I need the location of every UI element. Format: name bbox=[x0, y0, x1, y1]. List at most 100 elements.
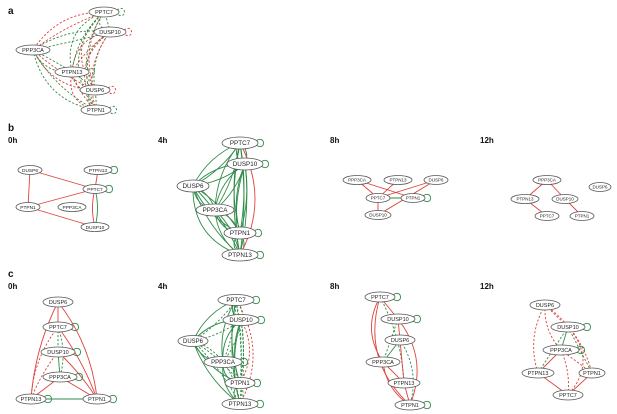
svg-text:PPP3CA: PPP3CA bbox=[203, 207, 229, 214]
panel-a-edge-0 bbox=[99, 11, 111, 33]
panel-c-0h-node-dusp10: DUSP10 bbox=[40, 346, 76, 358]
panel-c-4h-self-loop-PPP3CA bbox=[239, 358, 248, 366]
panel-c-0h-edge-84 bbox=[57, 326, 98, 400]
panel-b-4h-node-pptc7: PPTC7 bbox=[221, 136, 259, 150]
panel-c-4h-edge-124 bbox=[239, 319, 250, 384]
svg-text:DUSP6: DUSP6 bbox=[536, 303, 554, 309]
panel-b-12h-node-pptc7: PPTC7 bbox=[534, 211, 560, 221]
panel-c-4h-node-ppp3ca: PPP3CA bbox=[203, 356, 243, 368]
panel-b-4h-self-loop-PTPN1 bbox=[253, 229, 262, 237]
panel-a-self-loop-PTPN1 bbox=[108, 106, 117, 114]
panel-b-12h-node-ptpn1: PTPN1 bbox=[569, 211, 595, 221]
panel-c-12h-self-loop-DUSP10 bbox=[582, 323, 591, 331]
panel-a-edge-18 bbox=[71, 71, 96, 91]
svg-text:DUSP6: DUSP6 bbox=[86, 88, 104, 94]
panel-b-0h-node-ppp3ca: PPP3CA bbox=[57, 202, 87, 212]
panel-c-4h-network bbox=[192, 296, 265, 408]
svg-text:PPTC7: PPTC7 bbox=[87, 187, 103, 193]
svg-text:DUSP10: DUSP10 bbox=[47, 350, 68, 356]
panel-b-4h-node-ppp3ca: PPP3CA bbox=[195, 203, 235, 217]
panel-c-4h-edge-102 bbox=[235, 299, 242, 405]
panel-c-8h-node-dusp6: DUSP6 bbox=[384, 334, 416, 346]
panel-a-edge-9 bbox=[84, 31, 111, 111]
svg-text:DUSP6: DUSP6 bbox=[428, 178, 444, 183]
panel-c-0h-self-loop-PTPN1 bbox=[108, 395, 117, 403]
svg-text:PTPN13: PTPN13 bbox=[62, 70, 83, 76]
panel-a-node-ptpn13: PTPN13 bbox=[54, 66, 90, 78]
svg-text:PTPN1: PTPN1 bbox=[88, 397, 106, 403]
panel-b-4h-edge-53 bbox=[235, 163, 246, 256]
panel-b-0h-edge-35 bbox=[94, 188, 98, 228]
svg-text:PPTC7: PPTC7 bbox=[49, 325, 67, 331]
panel-a-node-ptpn1: PTPN1 bbox=[80, 104, 112, 116]
svg-text:PTPN13: PTPN13 bbox=[89, 168, 107, 174]
svg-text:PTPN13: PTPN13 bbox=[229, 402, 252, 408]
svg-text:PPP3CA: PPP3CA bbox=[63, 205, 83, 211]
panel-a-network bbox=[32, 8, 132, 114]
panel-c-8h-edge-133 bbox=[399, 339, 405, 384]
panel-a-edge-21 bbox=[93, 31, 111, 91]
svg-text:PPP3CA: PPP3CA bbox=[550, 348, 572, 354]
panel-b-0h-edge-30 bbox=[27, 169, 31, 208]
time-label-b-12h: 12h bbox=[480, 136, 494, 145]
panel-b-8h-node-ptpn1: PTPN1 bbox=[400, 193, 426, 203]
time-label-c-8h: 8h bbox=[330, 282, 339, 291]
svg-text:PPP3CA: PPP3CA bbox=[22, 48, 44, 54]
panel-c-8h-node-pptc7: PPTC7 bbox=[364, 291, 396, 303]
panel-c-0h-self-loop-PPTC7 bbox=[70, 323, 79, 331]
panel-b-0h-node-ptpn1: PTPN1 bbox=[15, 202, 41, 212]
panel-b-8h-node-ppp3ca: PPP3CA bbox=[342, 175, 372, 185]
svg-text:PPP3CA: PPP3CA bbox=[372, 360, 394, 366]
panel-c-4h-self-loop-PPTC7 bbox=[251, 296, 260, 304]
panel-b-0h-node-dusp6: DUSP6 bbox=[17, 165, 43, 175]
panel-c-0h-edge-81 bbox=[57, 301, 98, 400]
svg-text:DUSP6: DUSP6 bbox=[49, 300, 67, 306]
svg-text:PTPN1: PTPN1 bbox=[406, 196, 421, 201]
panel-c-8h-edge-127 bbox=[374, 296, 411, 406]
svg-text:PTPN1: PTPN1 bbox=[583, 371, 601, 377]
panel-c-8h-self-loop-PTPN1 bbox=[422, 401, 431, 409]
time-label-b-0h: 0h bbox=[8, 136, 17, 145]
svg-text:PTPN1: PTPN1 bbox=[87, 108, 105, 114]
svg-text:DUSP10: DUSP10 bbox=[86, 225, 105, 231]
panel-c-12h-node-ptpn13: PTPN13 bbox=[521, 367, 555, 379]
panel-c-8h-self-loop-PPTC7 bbox=[392, 293, 401, 301]
svg-text:PPP3CA: PPP3CA bbox=[348, 178, 366, 183]
panel-b-4h-node-dusp6: DUSP6 bbox=[176, 179, 210, 193]
panel-a-self-loop-DUSP6 bbox=[107, 86, 116, 94]
svg-text:PTPN13: PTPN13 bbox=[228, 252, 252, 259]
panel-b-8h-node-ptpn13: PTPN13 bbox=[383, 175, 413, 185]
panel-b-4h-edge-67 bbox=[239, 142, 256, 256]
panel-b-8h-node-dusp6: DUSP6 bbox=[423, 175, 449, 185]
panel-a-edge-24 bbox=[87, 89, 97, 111]
svg-text:PPTC7: PPTC7 bbox=[371, 295, 389, 301]
panel-b-4h-edge-60 bbox=[192, 185, 241, 256]
panel-a-edge-26 bbox=[91, 31, 111, 111]
panel-b-0h-edge-36 bbox=[92, 188, 96, 228]
panel-a-edge-20 bbox=[88, 11, 105, 91]
svg-text:PTPN1: PTPN1 bbox=[401, 403, 419, 409]
panel-c-4h-edge-100 bbox=[235, 299, 242, 384]
svg-text:PPTC7: PPTC7 bbox=[95, 10, 113, 16]
panel-c-4h-self-loop-DUSP10 bbox=[256, 316, 265, 324]
svg-text:PTPN13: PTPN13 bbox=[394, 381, 415, 387]
svg-text:PTPN1: PTPN1 bbox=[20, 205, 36, 211]
panel-a-node-dusp10: DUSP10 bbox=[93, 26, 127, 38]
panel-c-12h-node-ptpn1: PTPN1 bbox=[578, 367, 606, 379]
panel-c-4h-node-ptpn13: PTPN13 bbox=[221, 398, 259, 410]
panel-label-a: a bbox=[8, 6, 14, 17]
panel-c-8h-node-ppp3ca: PPP3CA bbox=[365, 356, 401, 368]
svg-text:PPP3CA: PPP3CA bbox=[49, 375, 71, 381]
panel-c-0h-self-loop-DUSP10 bbox=[72, 348, 81, 356]
panel-c-0h-node-dusp6: DUSP6 bbox=[42, 296, 74, 308]
panel-b-0h-node-pptc7: PPTC7 bbox=[82, 184, 108, 194]
panel-b-12h-node-dusp10: DUSP10 bbox=[551, 194, 579, 204]
svg-text:DUSP10: DUSP10 bbox=[99, 30, 120, 36]
panel-c-12h-node-ppp3ca: PPP3CA bbox=[542, 344, 580, 356]
panel-c-0h-edge-82 bbox=[30, 301, 59, 400]
panel-a-node-pptc7: PPTC7 bbox=[88, 6, 120, 18]
panel-a-edge-14 bbox=[32, 49, 97, 111]
panel-c-0h-node-ptpn13: PTPN13 bbox=[15, 393, 47, 405]
panel-b-0h-node-ptpn13: PTPN13 bbox=[83, 165, 113, 175]
